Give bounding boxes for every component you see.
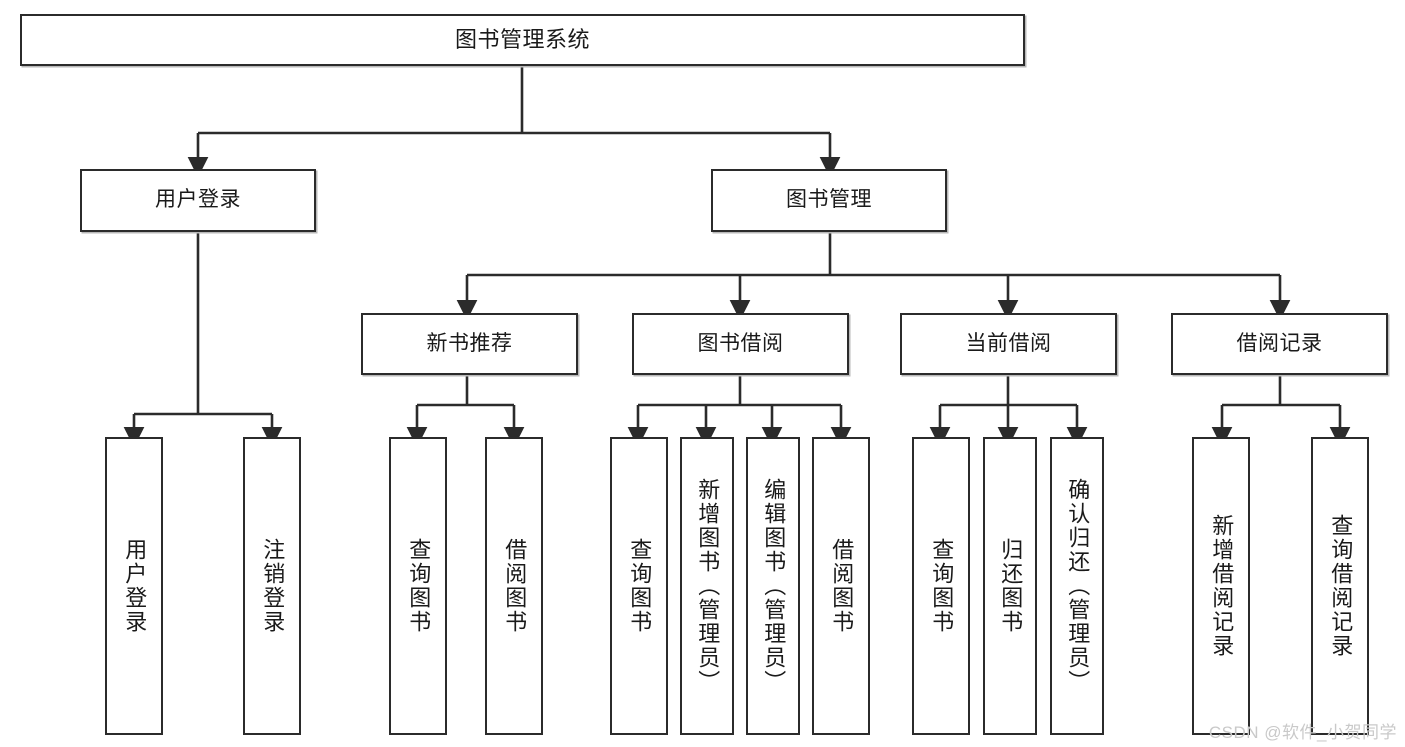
node-current-borrow-label: 当前借阅 (965, 331, 1052, 355)
leaf-recommend-borrow-book[interactable]: 借阅图书 (485, 437, 543, 735)
leaf-borrow-edit-book-admin[interactable]: 编辑图书（管理员） (746, 437, 800, 735)
leaf-label: 查询借阅记录 (1328, 514, 1354, 658)
node-book-borrow-label: 图书借阅 (697, 331, 784, 355)
leaf-user-login-logout[interactable]: 注销登录 (243, 437, 301, 735)
leaf-record-add-record[interactable]: 新增借阅记录 (1192, 437, 1250, 735)
node-book-borrow[interactable]: 图书借阅 (632, 313, 849, 375)
leaf-current-return-book[interactable]: 归还图书 (983, 437, 1037, 735)
node-user-login[interactable]: 用户登录 (80, 169, 316, 232)
leaf-label: 查询图书 (627, 538, 653, 634)
leaf-borrow-query-book[interactable]: 查询图书 (610, 437, 668, 735)
leaf-user-login-login[interactable]: 用户登录 (105, 437, 163, 735)
leaf-label: 注销登录 (260, 538, 286, 634)
node-current-borrow[interactable]: 当前借阅 (900, 313, 1117, 375)
node-borrow-record-label: 借阅记录 (1236, 331, 1323, 355)
leaf-label: 确认归还（管理员） (1065, 478, 1091, 694)
node-book-management[interactable]: 图书管理 (711, 169, 947, 232)
node-root-label: 图书管理系统 (454, 27, 590, 53)
leaf-label: 归还图书 (998, 538, 1024, 634)
node-new-book-recommend[interactable]: 新书推荐 (361, 313, 578, 375)
leaf-record-query-record[interactable]: 查询借阅记录 (1311, 437, 1369, 735)
node-root[interactable]: 图书管理系统 (20, 14, 1025, 66)
leaf-label: 查询图书 (929, 538, 955, 634)
leaf-current-confirm-return-admin[interactable]: 确认归还（管理员） (1050, 437, 1104, 735)
leaf-label: 借阅图书 (502, 538, 528, 634)
leaf-label: 新增图书（管理员） (695, 478, 721, 694)
node-borrow-record[interactable]: 借阅记录 (1171, 313, 1388, 375)
leaf-label: 编辑图书（管理员） (761, 478, 787, 694)
leaf-label: 查询图书 (406, 538, 432, 634)
leaf-label: 用户登录 (122, 538, 148, 634)
leaf-label: 新增借阅记录 (1209, 514, 1235, 658)
node-new-book-recommend-label: 新书推荐 (426, 331, 513, 355)
leaf-label: 借阅图书 (829, 538, 855, 634)
leaf-borrow-borrow-book[interactable]: 借阅图书 (812, 437, 870, 735)
node-book-management-label: 图书管理 (786, 188, 872, 212)
leaf-recommend-query-book[interactable]: 查询图书 (389, 437, 447, 735)
node-user-login-label: 用户登录 (155, 188, 241, 212)
leaf-current-query-book[interactable]: 查询图书 (912, 437, 970, 735)
leaf-borrow-add-book-admin[interactable]: 新增图书（管理员） (680, 437, 734, 735)
csdn-watermark: CSDN @软件_小贺同学 (1208, 723, 1397, 742)
